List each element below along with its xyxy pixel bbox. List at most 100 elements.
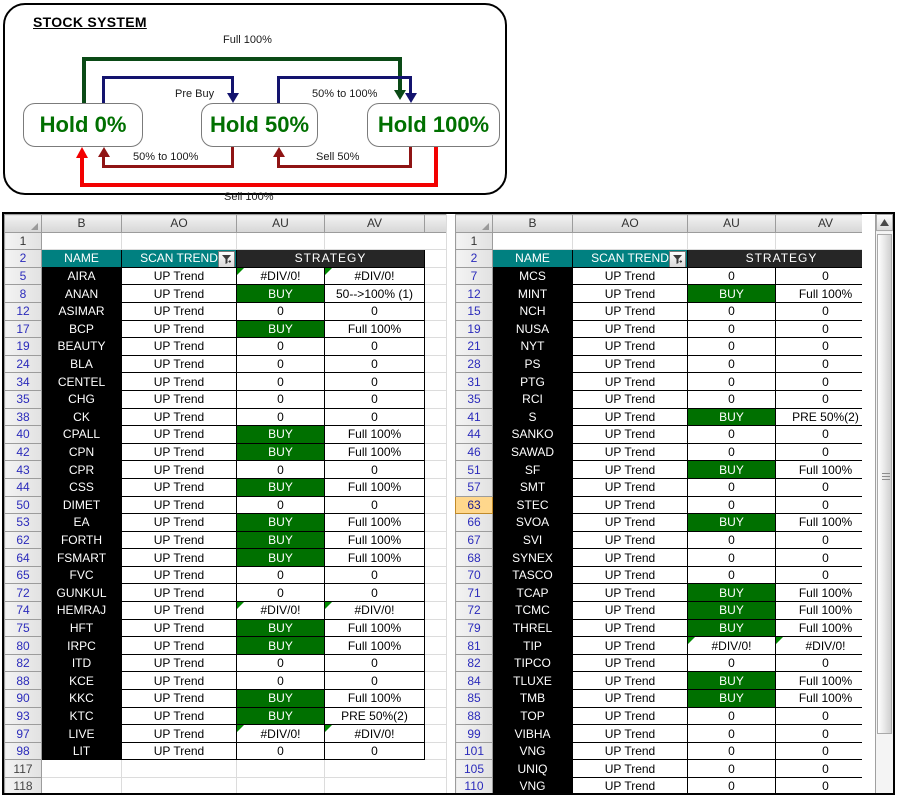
row-header[interactable]: 75 (4, 618, 42, 638)
cell-name[interactable]: ITD (41, 653, 122, 673)
cell-name[interactable]: FORTH (41, 530, 122, 550)
cell-strategy-detail[interactable]: 0 (775, 777, 862, 793)
cell-strategy-detail[interactable]: 0 (775, 530, 862, 550)
cell-scan-trend[interactable]: UP Trend (121, 636, 237, 655)
cell-scan-trend[interactable]: UP Trend (572, 407, 688, 427)
cell-strategy-detail[interactable]: Full 100% (324, 513, 425, 532)
cell-strategy-signal[interactable]: 0 (687, 706, 776, 726)
cell-strategy-detail[interactable]: 0 (324, 460, 425, 479)
cell-scan-trend[interactable]: UP Trend (572, 354, 688, 374)
cell-strategy-signal-buy[interactable]: BUY (687, 460, 776, 479)
cell-strategy-signal[interactable]: 0 (687, 442, 776, 462)
cell-strategy-detail[interactable]: 0 (324, 354, 425, 374)
cell-strategy-signal[interactable]: 0 (687, 741, 776, 761)
cell-name[interactable]: S (492, 407, 573, 427)
left-grid-pane[interactable]: B AO AU AV 1 2 NAME (4, 214, 454, 793)
cell-strategy-detail[interactable]: Full 100% (324, 530, 425, 550)
cell-scan-trend[interactable]: UP Trend (121, 301, 237, 321)
cell-strategy-detail[interactable]: #DIV/0! (324, 724, 425, 743)
row-header[interactable]: 72 (4, 583, 42, 603)
cell-strategy-signal-buy[interactable]: BUY (236, 425, 325, 444)
cell-strategy-detail[interactable]: 0 (775, 337, 862, 356)
cell-strategy-signal[interactable]: 0 (236, 354, 325, 374)
cell-strategy-detail[interactable]: Full 100% (324, 319, 425, 339)
cell-strategy-detail[interactable]: 0 (775, 372, 862, 391)
cell-scan-trend[interactable]: UP Trend (121, 741, 237, 761)
cell-strategy-signal-buy[interactable]: BUY (236, 530, 325, 550)
cell-scan-trend[interactable]: UP Trend (121, 706, 237, 726)
cell-name[interactable]: NUSA (492, 319, 573, 339)
row-header[interactable]: 97 (4, 724, 42, 743)
cell-strategy-detail[interactable]: Full 100% (775, 583, 862, 603)
cell-strategy-signal[interactable]: 0 (236, 565, 325, 585)
cell-strategy-signal-buy[interactable]: BUY (236, 618, 325, 638)
cell-name[interactable]: THREL (492, 618, 573, 638)
cell-name[interactable]: BLA (41, 354, 122, 374)
row-header[interactable]: 110 (455, 777, 493, 793)
row-header[interactable]: 101 (455, 741, 493, 761)
row-header[interactable]: 68 (455, 548, 493, 567)
row-header[interactable]: 64 (4, 548, 42, 567)
cell-name[interactable]: SYNEX (492, 548, 573, 567)
cell-scan-trend[interactable]: UP Trend (572, 372, 688, 391)
node-hold-100[interactable]: Hold 100% (367, 103, 500, 147)
cell-name[interactable]: IRPC (41, 636, 122, 655)
cell-name[interactable]: PTG (492, 372, 573, 391)
row-header[interactable]: 57 (455, 477, 493, 497)
cell-strategy-detail[interactable]: 0 (775, 548, 862, 567)
cell-scan-trend[interactable]: UP Trend (572, 319, 688, 339)
cell-b[interactable] (41, 232, 122, 251)
row-header[interactable]: 40 (4, 425, 42, 444)
row-header[interactable]: 51 (455, 460, 493, 479)
cell-strategy-detail[interactable]: 0 (324, 407, 425, 427)
column-header-av[interactable]: AV (324, 214, 425, 233)
filter-applied-icon[interactable] (669, 251, 686, 267)
cell-scan-trend[interactable]: UP Trend (121, 266, 237, 286)
row-header[interactable]: 70 (455, 565, 493, 585)
cell-strategy-detail[interactable]: 0 (324, 301, 425, 321)
cell-ao[interactable] (572, 232, 688, 251)
select-all-corner[interactable] (455, 214, 493, 233)
row-header[interactable]: 63 (455, 495, 493, 515)
cell-strategy-signal[interactable]: 0 (236, 407, 325, 427)
row-header[interactable]: 42 (4, 442, 42, 462)
row-header[interactable]: 71 (455, 583, 493, 603)
row-header[interactable]: 7 (455, 266, 493, 286)
cell-scan-trend[interactable]: UP Trend (121, 548, 237, 567)
column-header-b[interactable]: B (492, 214, 573, 233)
cell-strategy-signal[interactable]: 0 (687, 354, 776, 374)
column-header-av[interactable]: AV (775, 214, 862, 233)
row-header[interactable]: 84 (455, 671, 493, 691)
row-header[interactable]: 28 (455, 354, 493, 374)
cell-strategy-detail[interactable]: 0 (775, 565, 862, 585)
cell-name[interactable]: VIBHA (492, 724, 573, 743)
cell-b[interactable] (41, 777, 122, 793)
cell-scan-trend[interactable]: UP Trend (121, 495, 237, 515)
cell-strategy-detail[interactable]: 50-->100% (1) (324, 284, 425, 303)
cell-scan-trend[interactable]: UP Trend (572, 284, 688, 303)
row-header[interactable]: 19 (4, 337, 42, 356)
cell-scan-trend[interactable]: UP Trend (572, 671, 688, 691)
cell-name[interactable]: RCI (492, 389, 573, 409)
cell-av[interactable] (324, 759, 425, 778)
row-header[interactable]: 44 (455, 425, 493, 444)
row-header[interactable]: 65 (4, 565, 42, 585)
cell-av[interactable] (324, 232, 425, 251)
cell-strategy-signal-buy[interactable]: BUY (687, 583, 776, 603)
cell-strategy-detail[interactable]: Full 100% (324, 636, 425, 655)
cell-strategy-detail[interactable]: Full 100% (775, 618, 862, 638)
row-header[interactable]: 67 (455, 530, 493, 550)
